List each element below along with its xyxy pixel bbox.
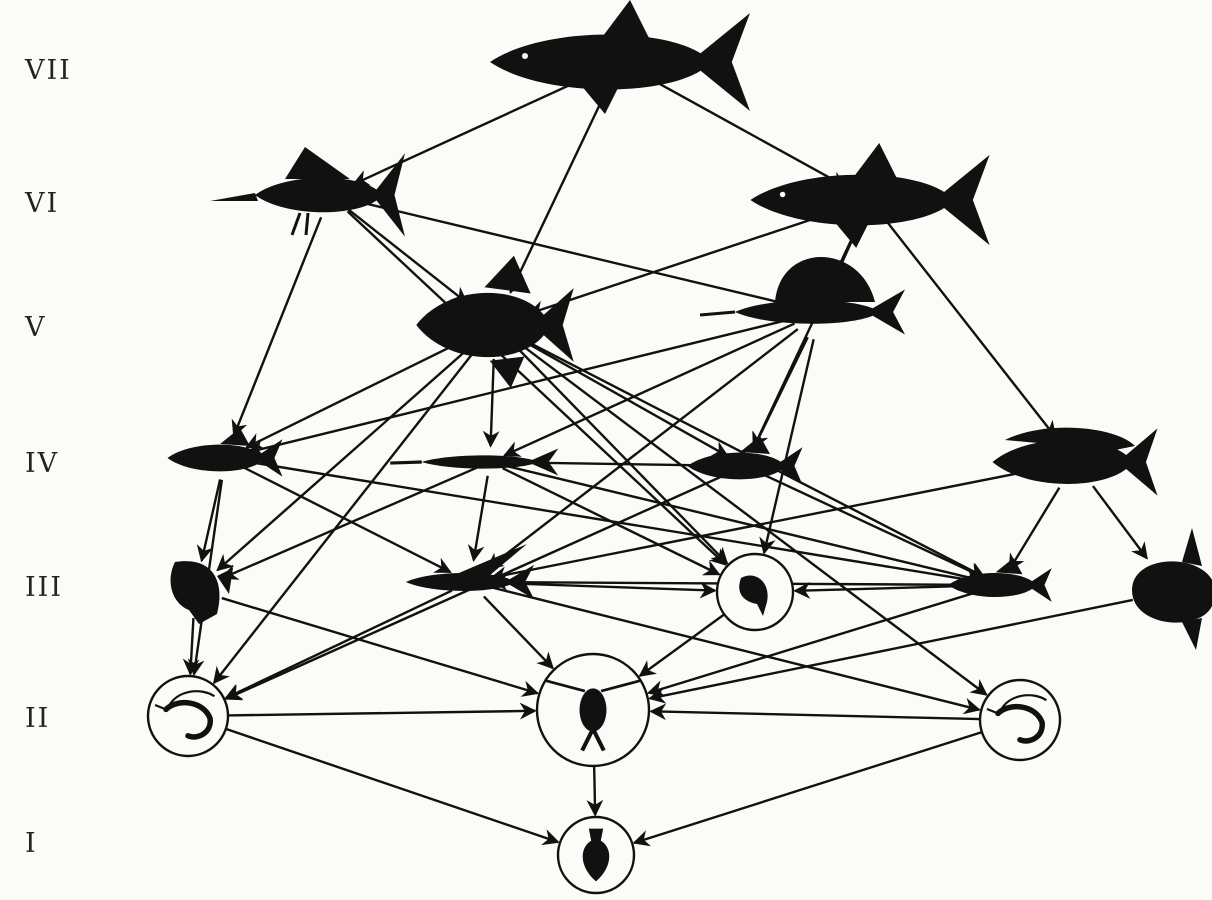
sunfish-node: [1132, 528, 1212, 650]
dolphinfish-node: [993, 428, 1158, 496]
feeding-link-arrow: [190, 618, 193, 674]
feeding-link-arrow: [348, 211, 726, 564]
feeding-link-arrow: [228, 711, 535, 716]
feeding-link-arrow: [594, 766, 595, 815]
feeding-link-arrow: [223, 468, 478, 578]
feeding-link-arrow: [247, 340, 465, 447]
feeding-link-arrow: [234, 217, 321, 435]
feeding-link-arrow: [474, 476, 488, 560]
feeding-link-arrow: [754, 337, 808, 448]
shark-icon: [750, 143, 989, 248]
marlin-icon: [210, 147, 405, 237]
tuna-node: [416, 256, 574, 388]
shrimp-right-node: [980, 680, 1060, 760]
feeding-link-arrow: [640, 614, 724, 675]
sunfish-icon: [1132, 528, 1212, 650]
organisms: [148, 0, 1212, 893]
shrimp-left-node: [148, 676, 228, 756]
small-fish-node: [171, 561, 233, 624]
feeding-link-arrow: [1009, 488, 1059, 570]
shark-mid-node: [750, 143, 989, 248]
shark-top-node: [490, 0, 750, 114]
tuna-icon: [416, 256, 574, 388]
copepod-node: [537, 654, 649, 766]
fish-a-node: [168, 428, 283, 477]
sailfish-node: [700, 257, 905, 335]
amphipod-node: [717, 554, 793, 630]
feeding-link-arrow: [634, 732, 982, 843]
flying-fish-icon: [406, 544, 534, 599]
feeding-link-arrow: [226, 591, 452, 698]
feeding-link-arrow: [522, 345, 986, 694]
feeding-link-arrow: [505, 324, 795, 456]
feeding-link-arrow: [354, 74, 595, 184]
phytoplankton-node: [558, 817, 634, 893]
feeding-link-arrow: [491, 359, 494, 446]
flying-fish-node: [406, 544, 534, 599]
small-fish-icon: [171, 561, 233, 624]
fish-icon: [168, 428, 283, 477]
feeding-link-arrow: [1093, 486, 1147, 558]
feeding-link-arrow: [510, 87, 608, 292]
feeding-link-arrow: [484, 596, 553, 668]
marlin-node: [210, 147, 405, 237]
feeding-link-arrow: [645, 76, 846, 187]
feeding-link-arrow: [886, 220, 1055, 436]
shark-icon: [490, 0, 750, 114]
feeding-link-arrow: [226, 729, 558, 842]
feeding-link-arrow: [651, 711, 980, 719]
feeding-link-arrow: [761, 474, 983, 578]
dolphinfish-icon: [993, 428, 1158, 496]
sailfish-icon: [700, 257, 905, 335]
feeding-link-arrow: [353, 201, 790, 305]
